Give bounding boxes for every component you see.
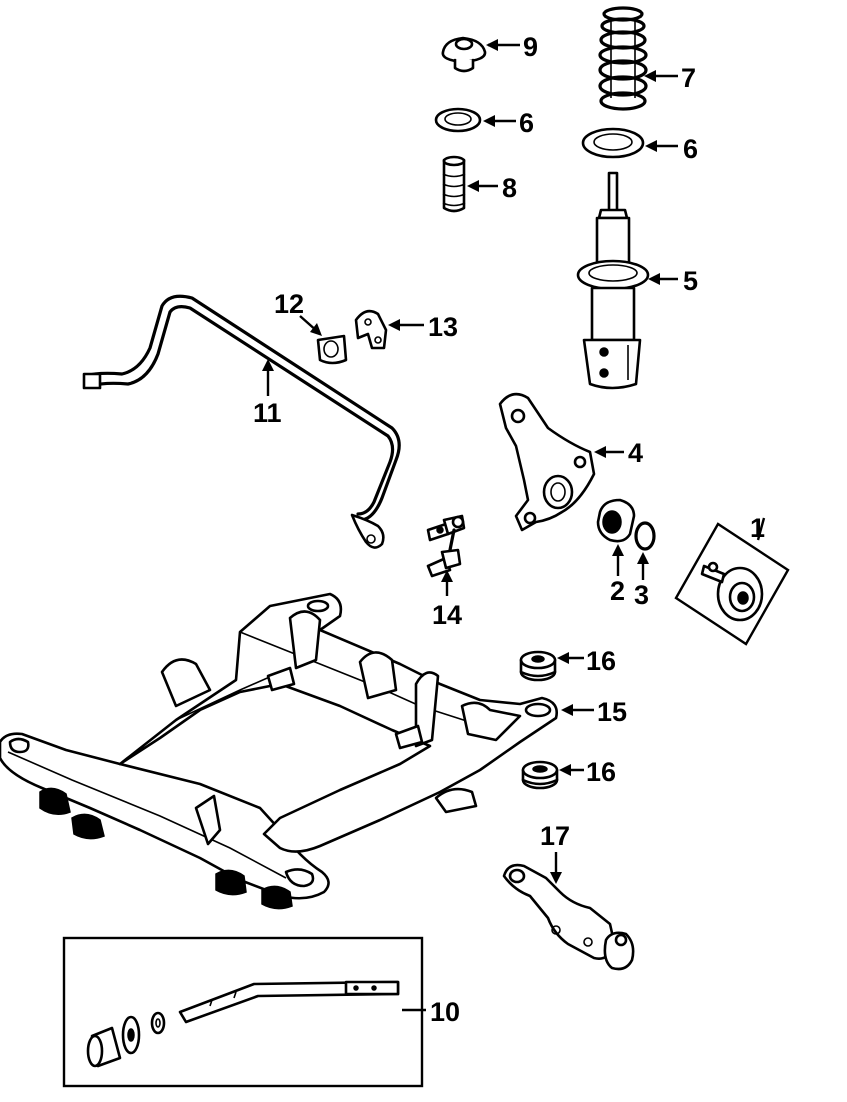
callout-16b: 16 <box>586 757 616 787</box>
steering-knuckle-part[interactable] <box>498 392 596 532</box>
callout-2: 2 <box>610 576 625 606</box>
jounce-bumper-part[interactable] <box>442 155 466 213</box>
callout-9: 9 <box>523 32 538 62</box>
stabilizer-bar-part[interactable] <box>82 294 401 549</box>
spring-insulator-part[interactable] <box>581 127 645 159</box>
callout-12: 12 <box>274 289 304 319</box>
callout-13: 13 <box>428 312 458 342</box>
lower-cradle-mount-part[interactable] <box>521 760 559 790</box>
callout-7: 7 <box>681 63 696 93</box>
bushing-bracket-part[interactable] <box>354 309 388 350</box>
callout-6b: 6 <box>683 134 698 164</box>
callout-10: 10 <box>430 997 460 1027</box>
callout-11: 11 <box>253 398 282 428</box>
callout-6a: 6 <box>519 108 534 138</box>
wheel-bearing-part[interactable] <box>596 498 636 543</box>
callout-8: 8 <box>502 173 517 203</box>
kit-box <box>62 936 424 1088</box>
kit-parts[interactable] <box>86 980 400 1068</box>
leader-1 <box>756 517 766 541</box>
snap-ring-part[interactable] <box>634 521 656 551</box>
strut-assembly-part[interactable] <box>576 171 650 390</box>
callout-15: 15 <box>597 697 627 727</box>
callout-5: 5 <box>683 266 698 296</box>
upper-insulator-part[interactable] <box>434 107 482 133</box>
strut-mount-part[interactable] <box>441 36 487 73</box>
callout-14: 14 <box>432 600 462 630</box>
coil-spring-part[interactable] <box>598 6 648 111</box>
callout-1: 1 <box>750 513 765 543</box>
callout-4: 4 <box>628 438 643 468</box>
callout-17: 17 <box>540 821 570 851</box>
lower-control-arm-part[interactable] <box>502 863 635 971</box>
engine-cradle-part[interactable] <box>0 592 558 910</box>
stabilizer-bushing-part[interactable] <box>316 334 348 365</box>
hub-assembly-part[interactable] <box>674 522 790 646</box>
callout-16a: 16 <box>586 646 616 676</box>
upper-cradle-mount-part[interactable] <box>519 650 557 682</box>
callout-3: 3 <box>634 580 649 610</box>
stabilizer-link-part[interactable] <box>426 514 466 578</box>
